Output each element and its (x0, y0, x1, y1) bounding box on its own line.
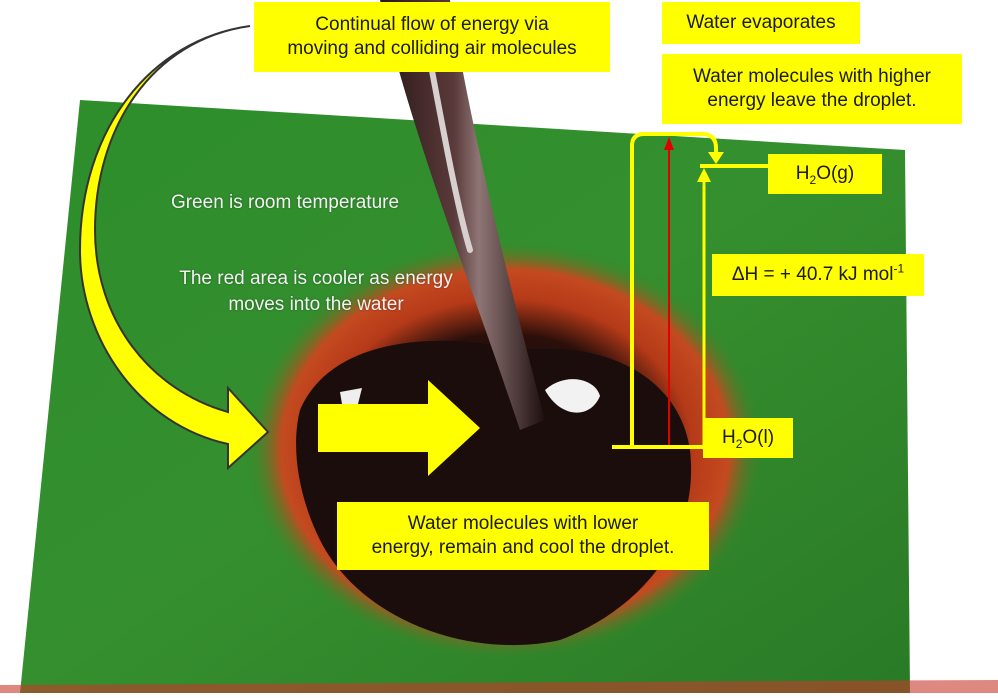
card-edge (0, 680, 998, 693)
higher-energy-line1: Water molecules with higher (693, 66, 931, 87)
red-note-line1: The red area is cooler as energy (179, 268, 453, 289)
liquid-h: H (721, 427, 736, 448)
straight-energy-arrow (318, 380, 480, 476)
gas-rest: O(g) (816, 163, 855, 184)
gas-subscript: 2 (809, 172, 817, 187)
delta-h-value: ΔH = + 40.7 kJ mol (731, 264, 894, 285)
delta-h-arrow-head (697, 168, 711, 182)
liquid-subscript: 2 (735, 436, 743, 451)
red-arrow-head (664, 137, 674, 150)
liquid-rest: O(l) (742, 427, 775, 448)
label-delta-h: ΔH = + 40.7 kJ mol-1 (712, 254, 924, 296)
energy-flow-line1: Continual flow of energy via (315, 14, 549, 35)
label-lower-energy: Water molecules with lower energy, remai… (337, 502, 709, 570)
higher-energy-line2: energy leave the droplet. (707, 90, 917, 111)
note-red-area-cooler: The red area is cooler as energy moves i… (150, 266, 482, 318)
label-higher-energy: Water molecules with higher energy leave… (662, 54, 962, 124)
evaporation-path (630, 132, 718, 445)
label-h2o-liquid: H2O(l) (703, 418, 793, 458)
label-water-evaporates: Water evaporates (662, 2, 860, 44)
label-h2o-gas: H2O(g) (768, 154, 882, 194)
red-note-line2: moves into the water (228, 294, 404, 315)
lower-energy-line1: Water molecules with lower (407, 513, 639, 534)
curved-energy-arrow (78, 25, 270, 471)
note-green-room-temperature: Green is room temperature (170, 192, 400, 213)
gas-h: H (795, 163, 810, 184)
tube-highlight (427, 57, 473, 253)
lower-energy-line2: energy, remain and cool the droplet. (371, 537, 675, 558)
delta-h-superscript: -1 (893, 261, 905, 276)
evaporation-path-head (708, 152, 724, 164)
energy-flow-line2: moving and colliding air molecules (287, 38, 577, 59)
label-energy-flow: Continual flow of energy via moving and … (254, 2, 610, 72)
droplet-reflection (545, 379, 600, 413)
droplet-reflection-small (340, 388, 362, 404)
